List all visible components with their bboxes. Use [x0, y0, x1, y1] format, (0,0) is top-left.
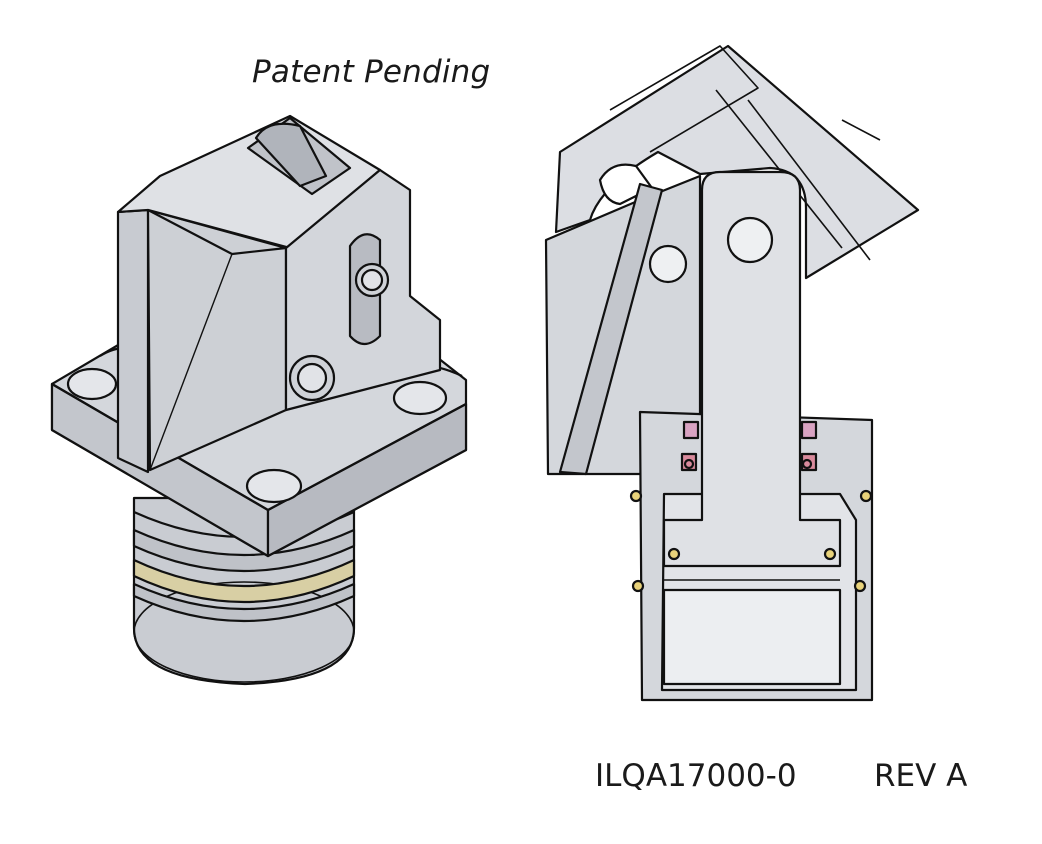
revision-label: REV A	[874, 758, 968, 794]
rod-pin-hole	[726, 216, 774, 264]
lever-tip	[254, 122, 328, 188]
piston-rod	[662, 170, 842, 568]
bearing-left-lower	[631, 579, 645, 593]
bolt-hole-right	[392, 380, 448, 416]
bearing-left-upper	[629, 489, 643, 503]
bore-lower-chamber	[662, 588, 842, 686]
cylinder-bottom-ring	[133, 581, 355, 683]
patent-pending-label: Patent Pending	[252, 54, 491, 90]
arm-housing	[554, 44, 920, 280]
housing-pin-hole	[648, 244, 688, 284]
part-number: ILQA17000-0	[595, 758, 797, 794]
seal-band-upper	[132, 528, 356, 573]
diagonal-link	[558, 182, 664, 476]
oring-upper-left	[682, 420, 700, 440]
oring-upper-right	[800, 420, 818, 440]
bolt-hole-left	[66, 367, 118, 401]
bearing-right-lower	[853, 579, 867, 593]
bearing-left-mid	[667, 547, 681, 561]
seal-band-tan	[132, 558, 356, 604]
bearing-right-upper	[859, 489, 873, 503]
bearing-right-mid	[823, 547, 837, 561]
seal-band-lower	[132, 582, 356, 623]
bolt-hole-front	[245, 468, 303, 504]
